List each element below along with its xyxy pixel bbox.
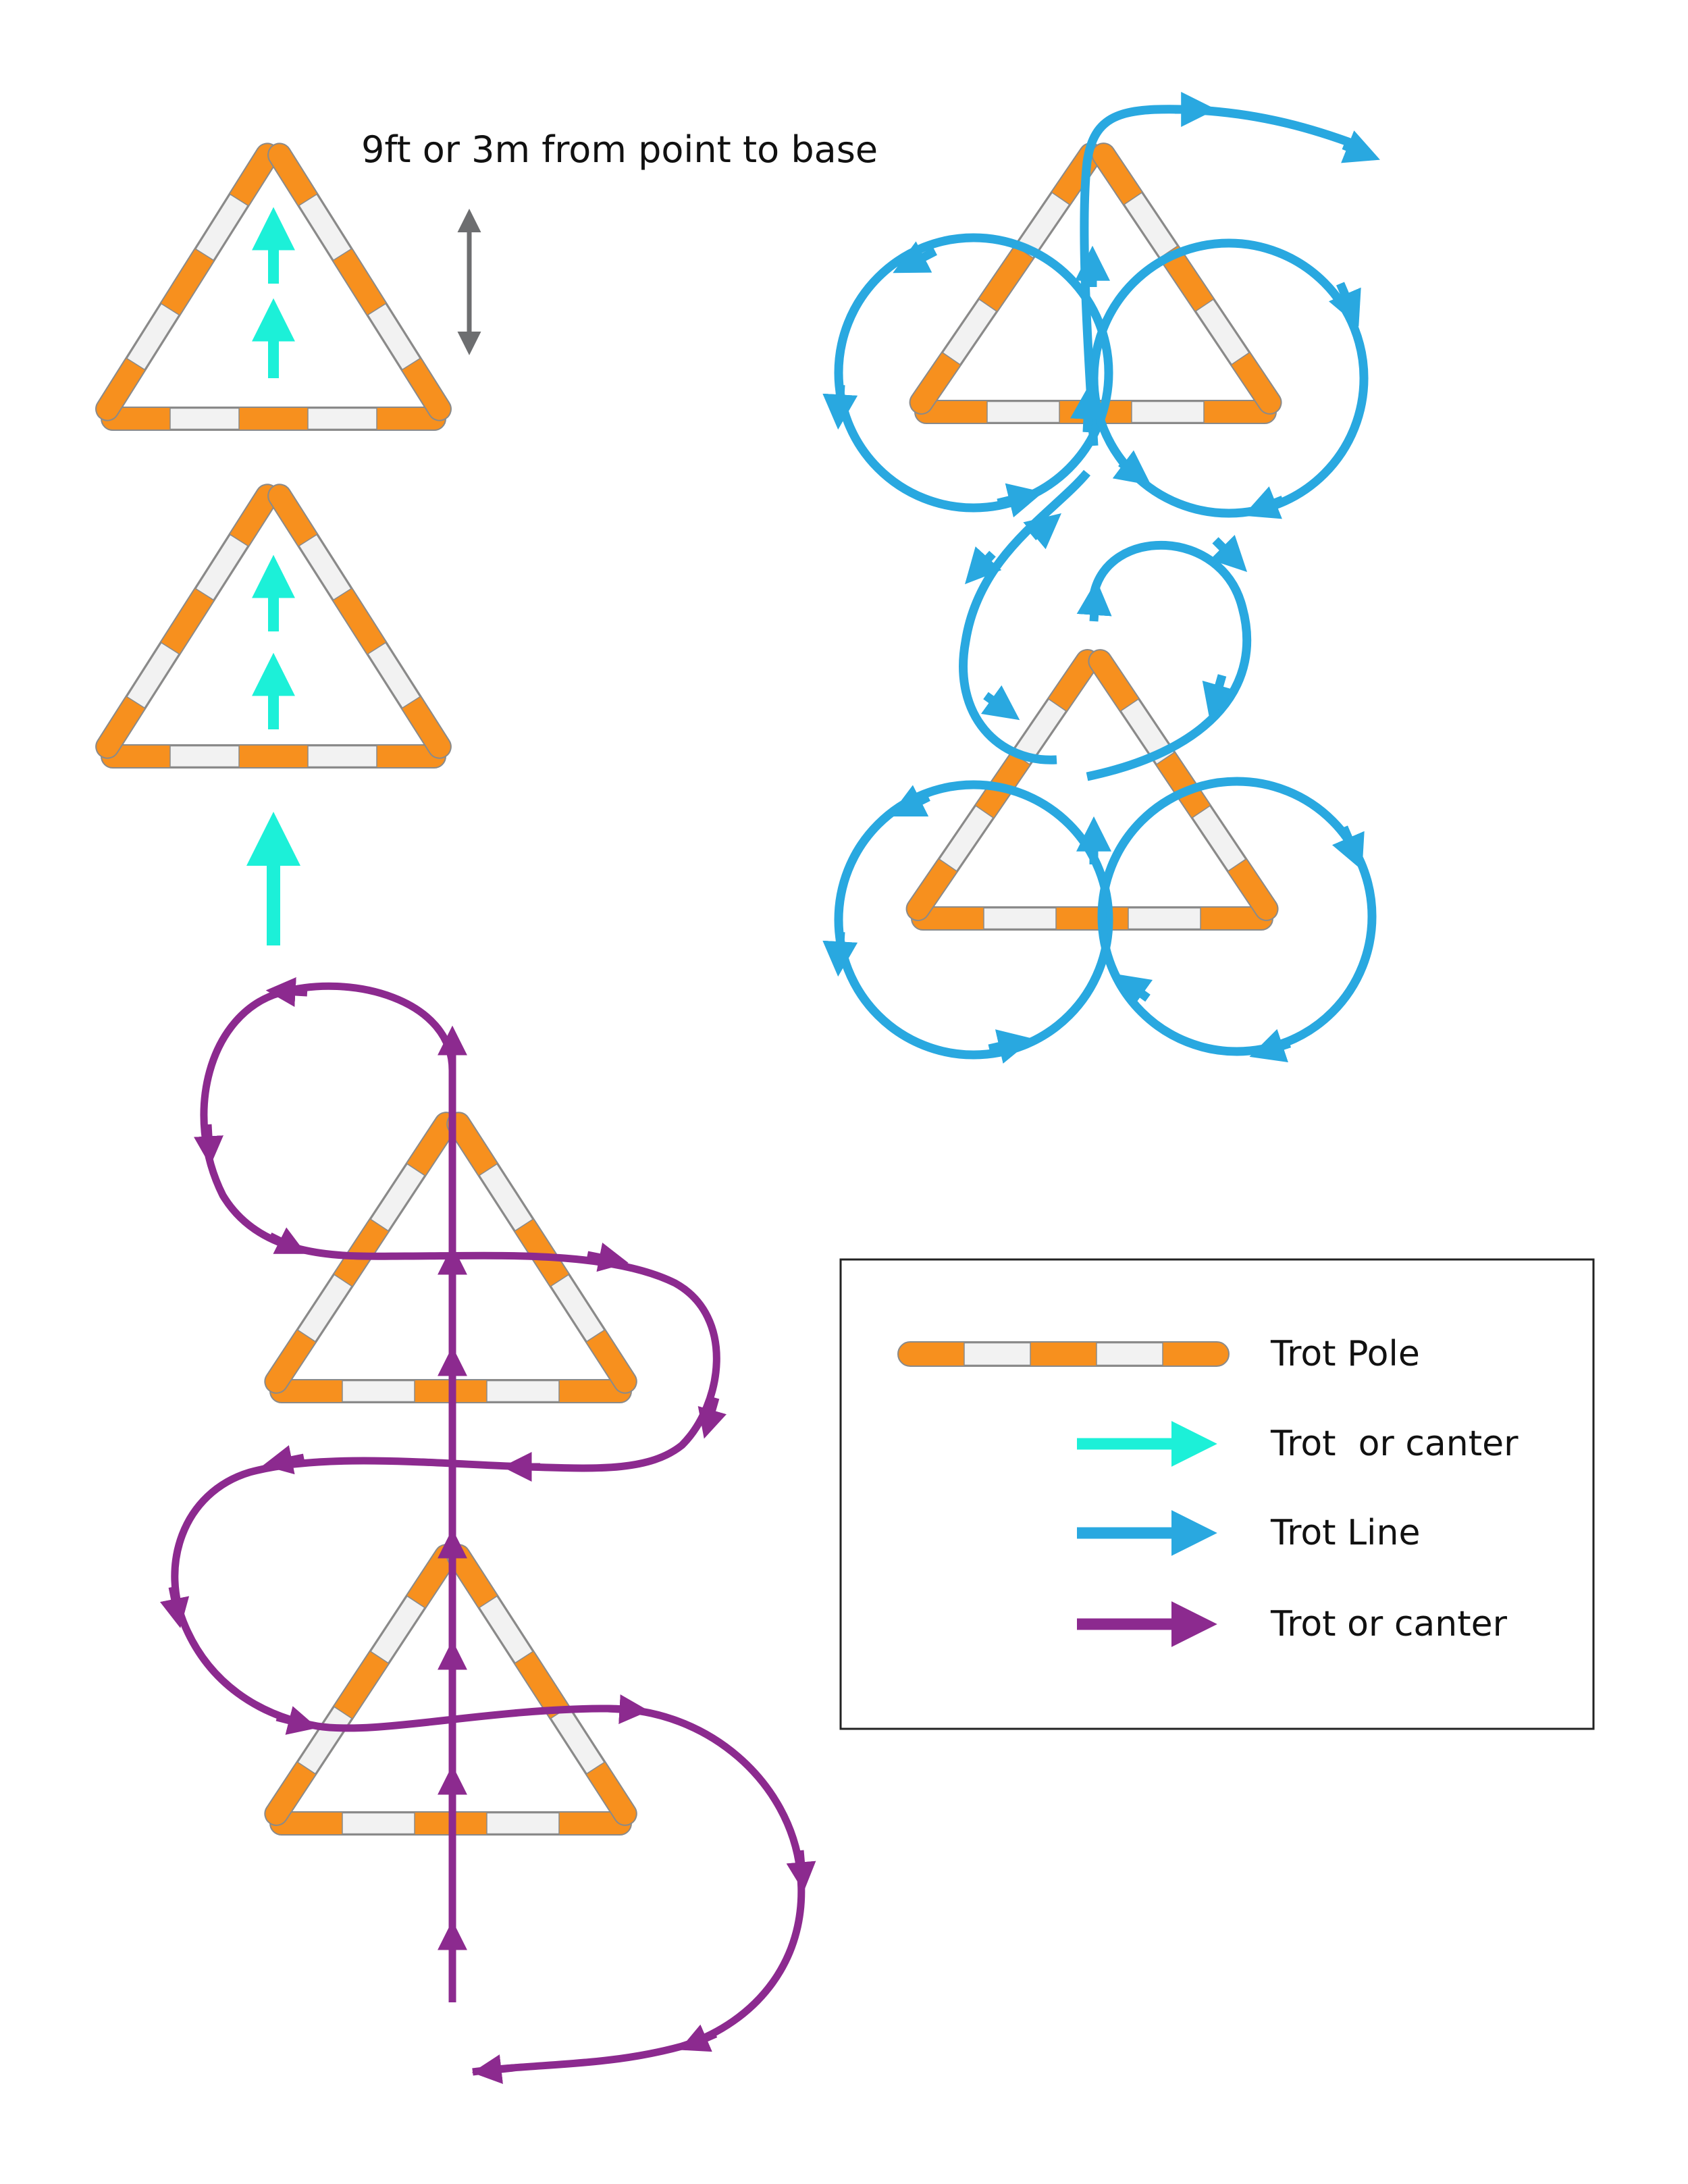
legend-frame — [839, 1258, 1595, 1730]
trot-pole-triangle — [95, 142, 452, 431]
legend-label-trot-pole: Trot Pole — [1270, 1334, 1420, 1374]
legend-label-purple: Trot or canter — [1270, 1604, 1508, 1644]
trot-pole-triangle — [95, 484, 452, 769]
trot-pole-triangle — [264, 1112, 637, 1403]
trot-pole — [911, 906, 1273, 931]
trot-pole — [1088, 649, 1279, 921]
distance-annotation: 9ft or 3m from point to base — [361, 128, 878, 171]
trot-pole — [267, 142, 452, 421]
trot-pole — [101, 744, 446, 769]
trot-pole-triangle — [264, 1544, 637, 1836]
trot-pole — [267, 484, 452, 759]
trot-pole — [95, 484, 280, 759]
legend-item-cyan: Trot or canter — [1077, 1421, 1519, 1467]
purple-direction-arrows — [159, 977, 816, 2084]
blue-direction-arrows — [822, 92, 1380, 1064]
legend-pole-swatch — [897, 1341, 1230, 1367]
blue-exercise — [822, 92, 1380, 1064]
trot-pole — [264, 1544, 458, 1826]
trot-pole — [101, 407, 446, 431]
trot-pole — [95, 142, 280, 421]
legend-label-blue: Trot Line — [1270, 1513, 1420, 1553]
cyan-exercise: 9ft or 3m from point to base — [95, 128, 878, 945]
blue-circle-path — [834, 105, 1377, 1060]
legend-item-purple: Trot or canter — [1077, 1601, 1508, 1647]
trot-pole-triangle — [909, 142, 1282, 424]
trot-pole — [897, 1341, 1230, 1367]
purple-exercise — [159, 977, 816, 2084]
legend-item-trot-pole: Trot Pole — [897, 1334, 1420, 1374]
trot-pole — [446, 1544, 637, 1826]
legend: Trot Pole Trot or canter Trot Line Trot … — [839, 1258, 1595, 1730]
legend-label-cyan: Trot or canter — [1270, 1424, 1519, 1464]
trot-pole — [909, 142, 1103, 415]
legend-item-blue: Trot Line — [1077, 1510, 1420, 1556]
trot-pole — [1091, 142, 1282, 415]
